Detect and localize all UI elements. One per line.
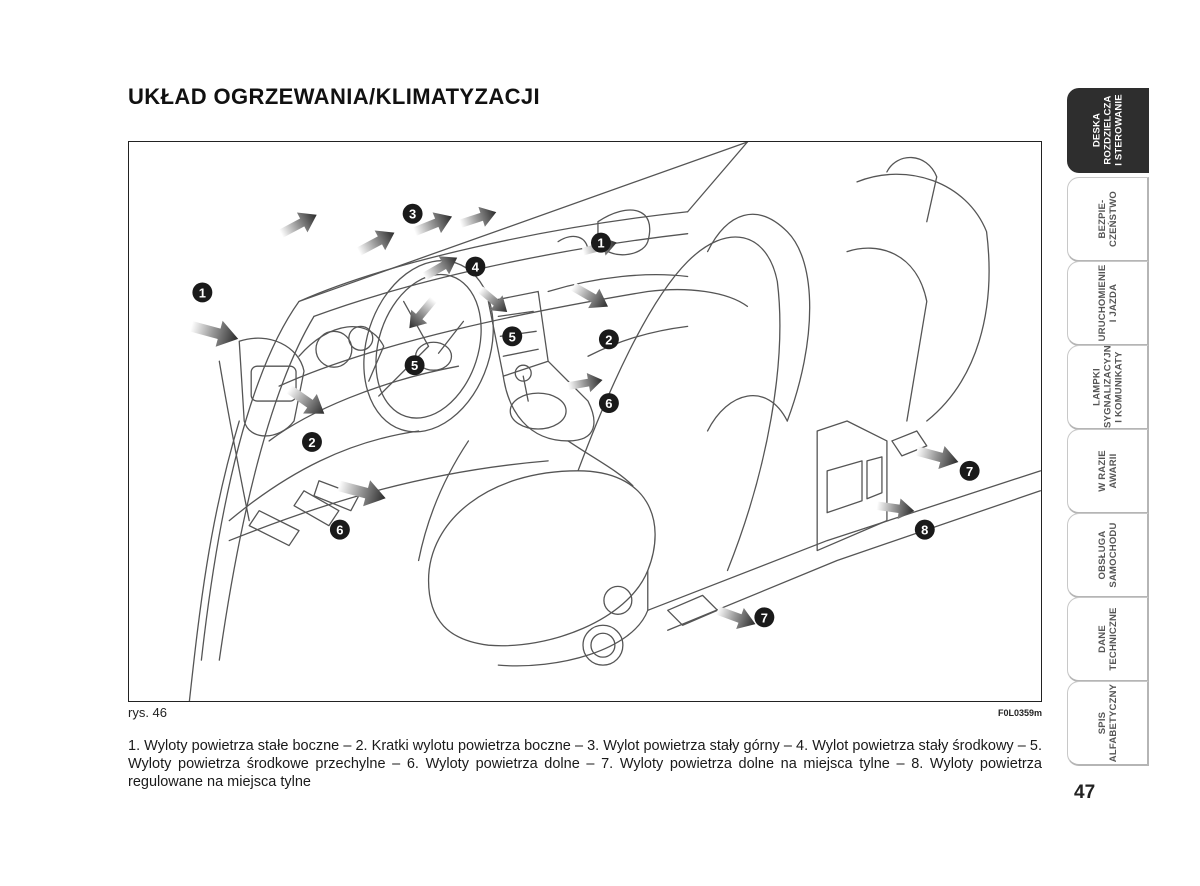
tab-label: DANE TECHNICZNE — [1096, 607, 1119, 671]
tab-label: DESKA ROZDZIELCZA I STEROWANIE — [1091, 94, 1124, 166]
callout-8: 8 — [914, 519, 935, 540]
tab-uruchomienie[interactable]: URUCHOMIENIE I JAZDA — [1067, 261, 1149, 346]
tab-label: BEZPIE- CZEŃSTWO — [1096, 191, 1119, 247]
tab-deska-rozdzielcza[interactable]: DESKA ROZDZIELCZA I STEROWANIE — [1067, 88, 1149, 173]
svg-text:6: 6 — [336, 523, 343, 538]
callout-1-left: 1 — [192, 282, 213, 303]
car-interior-figure: 1 1 2 2 3 4 5 5 6 6 7 7 8 — [128, 141, 1042, 702]
callouts: 1 1 2 2 3 4 5 5 6 6 7 7 8 — [192, 203, 980, 628]
svg-text:3: 3 — [409, 207, 416, 222]
svg-text:7: 7 — [966, 464, 973, 479]
tab-label: SPIS ALFABETYCZNY — [1096, 683, 1119, 763]
tab-lampki[interactable]: LAMPKI SYGNALIZACYJNE I KOMUNIKATY — [1067, 345, 1149, 430]
tab-w-razie-awarii[interactable]: W RAZIE AWARII — [1067, 429, 1149, 514]
callout-2-right: 2 — [598, 329, 619, 350]
callout-5-right: 5 — [502, 326, 523, 347]
tab-bezpieczenstwo[interactable]: BEZPIE- CZEŃSTWO — [1067, 177, 1149, 262]
tab-dane-techniczne[interactable]: DANE TECHNICZNE — [1067, 597, 1149, 682]
svg-text:5: 5 — [411, 358, 418, 373]
svg-text:6: 6 — [605, 396, 612, 411]
figure-caption: 1. Wyloty powietrza stałe boczne – 2. Kr… — [128, 738, 1042, 790]
svg-text:1: 1 — [597, 236, 604, 251]
callout-4: 4 — [465, 256, 486, 277]
car-interior-illustration: 1 1 2 2 3 4 5 5 6 6 7 7 8 — [187, 142, 1041, 701]
svg-text:2: 2 — [308, 435, 315, 450]
callout-6-right: 6 — [598, 393, 619, 414]
svg-text:2: 2 — [605, 332, 612, 347]
callout-3: 3 — [402, 203, 423, 224]
page-number: 47 — [1074, 782, 1096, 803]
callout-6-left: 6 — [329, 519, 350, 540]
tab-obsluga[interactable]: OBSŁUGA SAMOCHODU — [1067, 513, 1149, 598]
callout-7-rear: 7 — [959, 460, 980, 481]
callout-2-left: 2 — [302, 431, 322, 452]
svg-text:4: 4 — [472, 260, 480, 275]
svg-text:8: 8 — [921, 523, 928, 538]
callout-7-sill: 7 — [754, 607, 775, 628]
cabin-line-art — [188, 142, 1041, 701]
figure-label: rys. 46 — [128, 705, 168, 720]
figure-code: F0L0359m — [997, 708, 1042, 718]
svg-text:1: 1 — [199, 285, 206, 300]
callout-1-right: 1 — [590, 232, 611, 253]
tab-label: LAMPKI SYGNALIZACYJNE I KOMUNIKATY — [1091, 345, 1124, 428]
svg-text:7: 7 — [761, 610, 768, 625]
callout-5-left: 5 — [404, 355, 425, 376]
tab-spis[interactable]: SPIS ALFABETYCZNY — [1067, 681, 1149, 766]
tab-label: OBSŁUGA SAMOCHODU — [1096, 522, 1119, 588]
tab-label: W RAZIE AWARII — [1096, 450, 1119, 492]
svg-text:5: 5 — [509, 329, 516, 344]
tab-label: URUCHOMIENIE I JAZDA — [1096, 264, 1119, 342]
page-title: UKŁAD OGRZEWANIA/KLIMATYZACJI — [128, 84, 541, 109]
